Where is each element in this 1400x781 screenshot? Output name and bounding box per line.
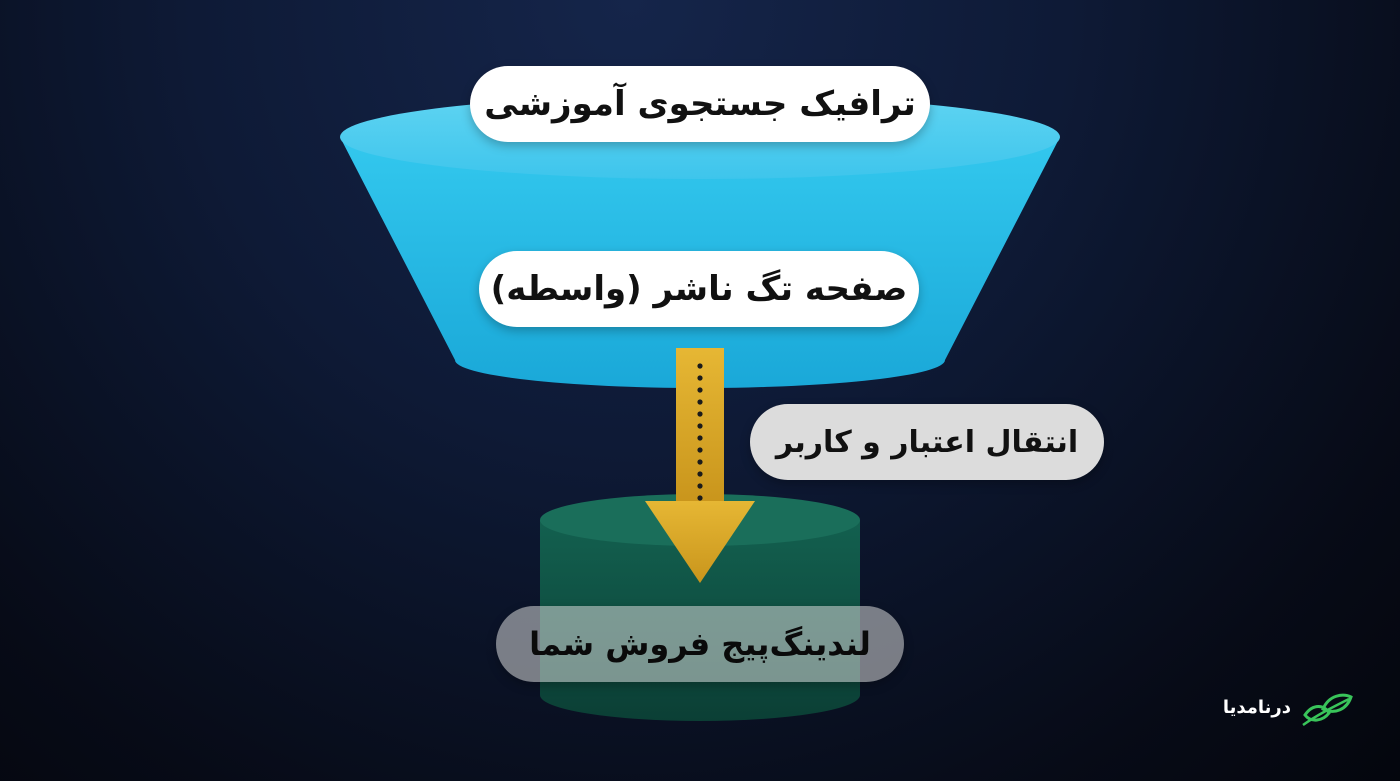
funnel-middle-label: صفحه تگ ناشر (واسطه) [479, 251, 919, 327]
arrow-dotted-line [697, 363, 703, 501]
brand-logo-text: درنامدیا [1222, 696, 1291, 718]
funnel-top-label: ترافیک جستجوی آموزشی [470, 66, 930, 142]
transfer-label: انتقال اعتبار و کاربر [750, 404, 1104, 480]
brand-logo: درنامدیا [1205, 682, 1355, 732]
destination-label: لندینگ‌پیج فروش شما [496, 606, 904, 682]
transfer-arrow [645, 348, 755, 583]
leaf-icon [1302, 693, 1353, 727]
